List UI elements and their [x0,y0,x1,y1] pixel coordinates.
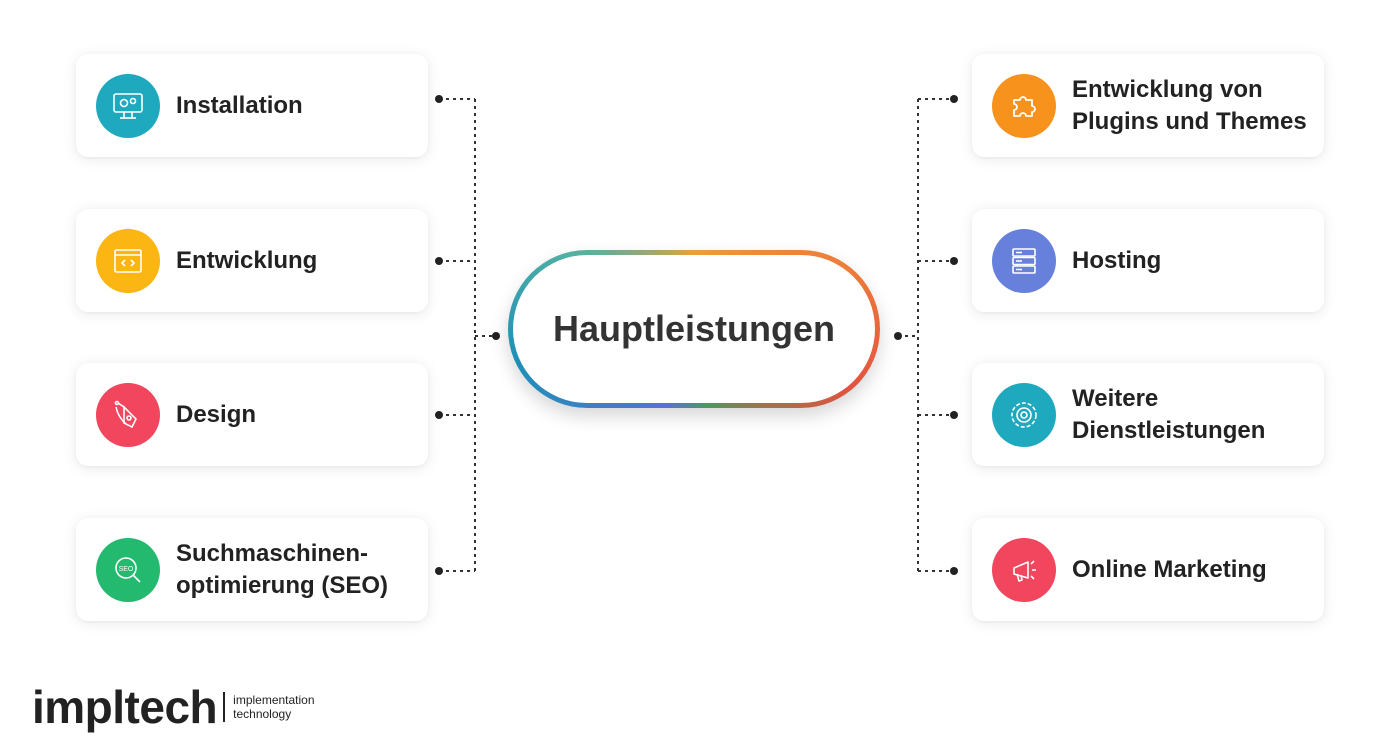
service-card-plugins-themes: Entwicklung von Plugins und Themes [972,54,1324,157]
connector-dot [950,411,958,419]
service-label: Online Marketing [1072,555,1267,583]
service-card-marketing: Online Marketing [972,518,1324,621]
brand-tagline: implementation technology [233,693,315,721]
megaphone-icon [992,537,1056,602]
connector-dot [435,95,443,103]
connector-dot [894,332,902,340]
svg-text:SEO: SEO [119,566,134,573]
service-label: Entwicklung von Plugins und Themes [1072,75,1307,135]
hub-title: Hauptleistungen [552,308,835,349]
brand-divider [223,692,226,722]
connector-dot [435,567,443,575]
brand-name: impltech [32,681,218,733]
service-card-seo: SEO Suchmaschinen- optimierung (SEO) [76,518,428,621]
central-hub-inner: Hauptleistungen [513,255,875,403]
service-card-installation: Installation [76,54,428,157]
connector-dot [950,95,958,103]
connector-dot [435,257,443,265]
server-icon [992,228,1056,293]
central-hub: Hauptleistungen [508,250,880,408]
service-label: Suchmaschinen- optimierung (SEO) [176,539,388,599]
connector-dot [950,257,958,265]
code-window-icon [96,228,160,293]
puzzle-icon [992,73,1056,138]
seo-magnifier-icon: SEO [96,537,160,602]
connector-dot [492,332,500,340]
service-label: Design [176,400,257,428]
service-label: Installation [176,91,303,119]
connector-dot [435,411,443,419]
settings-gear-icon [992,382,1056,447]
monitor-gears-icon [96,73,160,138]
connector-dot [950,567,958,575]
service-label: Weitere Dienstleistungen [1072,384,1266,444]
service-label: Entwicklung [176,246,318,274]
brand-logo: impltech implementation technology [32,680,315,734]
pen-tool-icon [96,382,160,447]
service-card-hosting: Hosting [972,209,1324,312]
service-label: Hosting [1072,246,1162,274]
service-card-design: Design [76,363,428,466]
service-card-weitere: Weitere Dienstleistungen [972,363,1324,466]
service-card-entwicklung: Entwicklung [76,209,428,312]
